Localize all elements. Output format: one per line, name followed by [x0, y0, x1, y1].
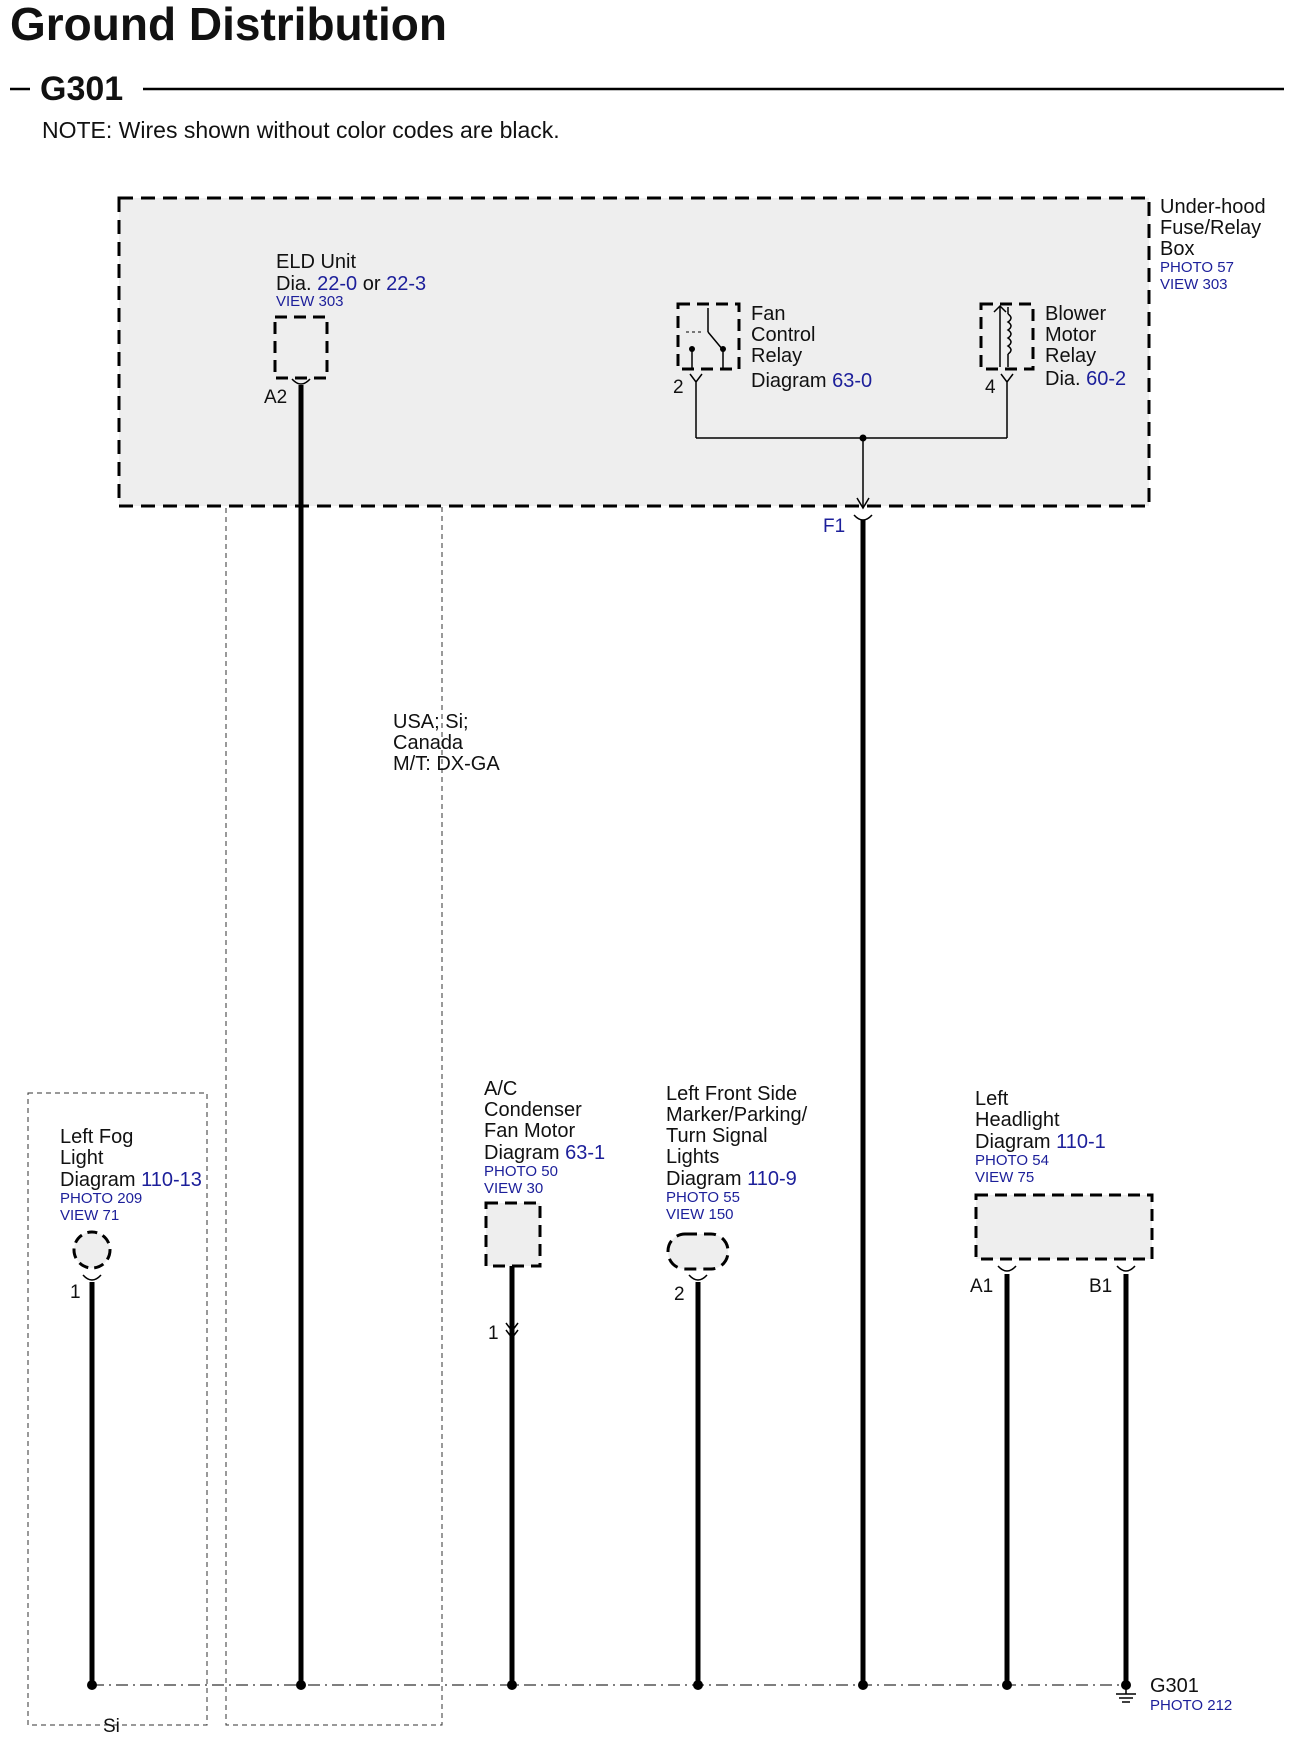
- f1-pin-label: F1: [823, 516, 845, 537]
- fan-relay-diagram-prefix: Diagram: [751, 370, 827, 392]
- fog-light-ref-link[interactable]: 110-13: [141, 1169, 202, 1191]
- eld-unit-view[interactable]: VIEW 303: [276, 293, 344, 310]
- side-marker-photo[interactable]: PHOTO 55: [666, 1189, 740, 1206]
- fog-light-photo[interactable]: PHOTO 209: [60, 1190, 142, 1207]
- ac-motor-name-3: Fan Motor: [484, 1120, 575, 1142]
- fog-variant-box: [27, 1092, 208, 1726]
- blower-relay-name-2: Motor: [1045, 324, 1096, 346]
- fog-variant-label: Si: [103, 1716, 120, 1737]
- side-marker-ref-line: Diagram 110-9: [666, 1168, 797, 1190]
- eld-ref-a-link[interactable]: 22-0: [317, 273, 357, 295]
- fuse-box-photo[interactable]: PHOTO 57: [1160, 259, 1234, 276]
- blower-relay-pin-label: 4: [985, 377, 996, 398]
- fog-light-name-2: Light: [60, 1147, 104, 1169]
- ac-motor-name-2: Condenser: [484, 1099, 582, 1121]
- fan-relay-name-3: Relay: [751, 345, 802, 367]
- ground-photo[interactable]: PHOTO 212: [1150, 1697, 1232, 1714]
- fog-light-ref-line: Diagram 110-13: [60, 1169, 202, 1191]
- fuse-box-name-2: Fuse/Relay: [1160, 217, 1261, 239]
- eld-pin-terminal: [291, 378, 311, 385]
- side-marker-diagram-prefix: Diagram: [666, 1168, 742, 1190]
- headlight-name-1: Left: [975, 1088, 1009, 1110]
- headlight-view[interactable]: VIEW 75: [975, 1169, 1034, 1186]
- ac-motor-ref-line: Diagram 63-1: [484, 1142, 605, 1164]
- side-marker-ref-link[interactable]: 110-9: [747, 1168, 797, 1190]
- ac-motor-diagram-prefix: Diagram: [484, 1142, 560, 1164]
- headlight-a1-label: A1: [970, 1276, 993, 1297]
- side-marker-name-1: Left Front Side: [666, 1083, 797, 1105]
- blower-relay-ref-link[interactable]: 60-2: [1086, 368, 1126, 390]
- fog-pin-label: 1: [70, 1282, 81, 1303]
- fan-relay-ref-line: Diagram 63-0: [751, 370, 872, 392]
- variant-note-1: USA; Si;: [393, 711, 469, 733]
- fan-relay-box: [676, 302, 741, 371]
- eld-unit-connector: [273, 315, 329, 380]
- headlight-diagram-prefix: Diagram: [975, 1131, 1051, 1153]
- fuse-box-name-1: Under-hood: [1160, 196, 1266, 218]
- variant-note-3: M/T: DX-GA: [393, 753, 500, 775]
- ground-splice-fuse-box: [858, 1680, 868, 1690]
- ac-motor-ref-link[interactable]: 63-1: [565, 1142, 605, 1164]
- eld-unit-ref-line: Dia. 22-0 or 22-3: [276, 273, 426, 295]
- side-marker-view[interactable]: VIEW 150: [666, 1206, 734, 1223]
- side-marker-name-4: Lights: [666, 1146, 719, 1168]
- fog-light-diagram-prefix: Diagram: [60, 1169, 136, 1191]
- ground-label: G301: [1150, 1675, 1199, 1697]
- fan-relay-ref-link[interactable]: 63-0: [832, 370, 872, 392]
- fan-relay-switch-icon: [686, 308, 726, 368]
- fog-light-name-1: Left Fog: [60, 1126, 133, 1148]
- ground-splice-a1: [1002, 1680, 1012, 1690]
- ac-motor-photo[interactable]: PHOTO 50: [484, 1163, 558, 1180]
- eld-pin-label: A2: [264, 387, 287, 408]
- headlight-connector: [974, 1193, 1154, 1261]
- ground-splice-fog: [87, 1680, 97, 1690]
- blower-relay-pin-wire: [1000, 373, 1014, 438]
- page-title: Ground Distribution: [10, 0, 447, 50]
- fan-relay-pin-label: 2: [673, 377, 684, 398]
- fog-light-view[interactable]: VIEW 71: [60, 1207, 119, 1224]
- variant-note-2: Canada: [393, 732, 464, 754]
- blower-relay-name-3: Relay: [1045, 345, 1096, 367]
- ground-splice-eld: [296, 1680, 306, 1690]
- blower-relay-box: [979, 302, 1035, 371]
- side-marker-name-2: Marker/Parking/: [666, 1104, 808, 1126]
- fan-relay-pin-wire: [689, 373, 703, 438]
- side-marker-connector: [666, 1232, 730, 1271]
- ac-motor-pin-label: 1: [488, 1323, 499, 1344]
- side-marker-pin-label: 2: [674, 1284, 685, 1305]
- ground-splice-marker: [693, 1680, 703, 1690]
- side-marker-name-3: Turn Signal: [666, 1125, 768, 1147]
- headlight-b1-label: B1: [1089, 1276, 1112, 1297]
- ac-motor-connector: [484, 1201, 542, 1268]
- fan-relay-name-1: Fan: [751, 303, 785, 325]
- ac-motor-view[interactable]: VIEW 30: [484, 1180, 543, 1197]
- headlight-b1-terminal: [1116, 1265, 1136, 1272]
- splice-arrow: [856, 497, 870, 510]
- fog-pin-terminal: [82, 1274, 102, 1281]
- side-marker-pin-terminal: [688, 1274, 708, 1281]
- eld-dia-prefix: Dia.: [276, 273, 312, 295]
- eld-ref-b-link[interactable]: 22-3: [386, 273, 426, 295]
- headlight-photo[interactable]: PHOTO 54: [975, 1152, 1049, 1169]
- fog-light-connector: [72, 1230, 112, 1270]
- headlight-name-2: Headlight: [975, 1109, 1060, 1131]
- fan-relay-name-2: Control: [751, 324, 815, 346]
- headlight-a1-terminal: [997, 1265, 1017, 1272]
- ground-symbol-icon: [1116, 1685, 1136, 1703]
- blower-relay-dia-prefix: Dia.: [1045, 368, 1081, 390]
- f1-pin-terminal: [853, 514, 873, 521]
- eld-or-text: or: [363, 273, 381, 295]
- ground-splice-ac: [507, 1680, 517, 1690]
- fuse-box-name-3: Box: [1160, 238, 1194, 260]
- headlight-ref-link[interactable]: 110-1: [1056, 1131, 1106, 1153]
- ground-heading: G301: [40, 70, 123, 108]
- blower-relay-name-1: Blower: [1045, 303, 1106, 325]
- eld-unit-name: ELD Unit: [276, 251, 356, 273]
- fuse-box-view[interactable]: VIEW 303: [1160, 276, 1228, 293]
- color-note: NOTE: Wires shown without color codes ar…: [42, 117, 560, 143]
- blower-relay-ref-line: Dia. 60-2: [1045, 368, 1126, 390]
- blower-relay-coil-icon: [993, 304, 1012, 367]
- ac-motor-name-1: A/C: [484, 1078, 517, 1100]
- headlight-ref-line: Diagram 110-1: [975, 1131, 1106, 1153]
